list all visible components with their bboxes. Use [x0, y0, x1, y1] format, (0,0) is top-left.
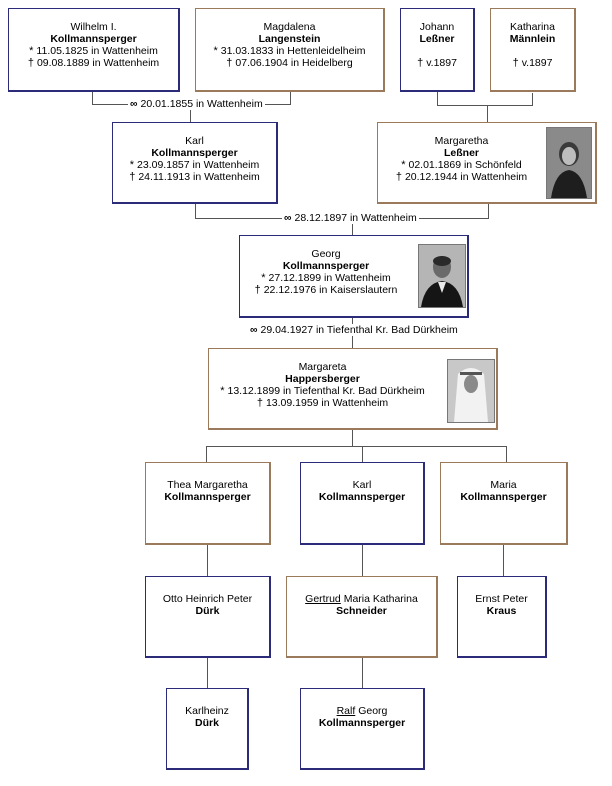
connector-line	[206, 446, 207, 462]
person-card-gertrud[interactable]: Gertrud Maria Katharina Schneider	[286, 576, 438, 658]
person-card-margareta[interactable]: Margareta Happersberger *13.12.1899 in T…	[208, 348, 498, 430]
connector-line	[362, 658, 363, 688]
marriage-label: ∞29.04.1927 in Tiefenthal Kr. Bad Dürkhe…	[248, 324, 460, 336]
portrait-photo-margareta	[447, 359, 495, 423]
connector-line	[362, 446, 363, 462]
person-card-karlheinz[interactable]: Karlheinz Dürk	[166, 688, 249, 770]
connector-line	[190, 105, 191, 122]
connector-line	[437, 105, 533, 106]
portrait-photo-margaretha	[546, 127, 592, 199]
connector-line	[352, 430, 353, 446]
connector-line	[488, 204, 489, 218]
person-card-karl-jr[interactable]: Karl Kollmannsperger	[300, 462, 425, 545]
connector-line	[437, 92, 438, 105]
person-card-georg[interactable]: Georg Kollmannsperger *27.12.1899 in Wat…	[239, 235, 469, 318]
person-card-magdalena[interactable]: Magdalena Langenstein *31.03.1833 in Het…	[195, 8, 385, 92]
connector-line	[532, 93, 533, 105]
person-card-thea[interactable]: Thea Margaretha Kollmannsperger	[145, 462, 271, 545]
connector-line	[506, 446, 507, 462]
connector-line	[503, 545, 504, 576]
person-card-margaretha[interactable]: Margaretha Leßner *02.01.1869 in Schönfe…	[377, 122, 597, 204]
person-card-ernst[interactable]: Ernst Peter Kraus	[457, 576, 547, 658]
connector-line	[290, 92, 291, 104]
connector-line	[195, 204, 196, 218]
marriage-label: ∞28.12.1897 in Wattenheim	[282, 212, 419, 224]
portrait-photo-georg	[418, 244, 466, 308]
person-card-ralf[interactable]: Ralf Georg Kollmannsperger	[300, 688, 425, 770]
connector-line	[362, 545, 363, 576]
connector-line	[207, 658, 208, 688]
connector-line	[487, 106, 488, 122]
person-card-wilhelm[interactable]: Wilhelm I. Kollmannsperger *11.05.1825 i…	[8, 8, 180, 92]
connector-line	[92, 90, 93, 104]
person-card-karl-sr[interactable]: Karl Kollmannsperger *23.09.1857 in Watt…	[112, 122, 278, 204]
connector-line	[207, 545, 208, 576]
connector-line	[206, 446, 507, 447]
person-card-johann[interactable]: Johann Leßner †v.1897	[400, 8, 475, 92]
person-card-katharina[interactable]: Katharina Männlein †v.1897	[490, 8, 576, 92]
person-card-otto[interactable]: Otto Heinrich Peter Dürk	[145, 576, 271, 658]
person-card-maria[interactable]: Maria Kollmannsperger	[440, 462, 568, 545]
connector-line	[352, 219, 353, 235]
marriage-label: ∞20.01.1855 in Wattenheim	[128, 98, 265, 110]
